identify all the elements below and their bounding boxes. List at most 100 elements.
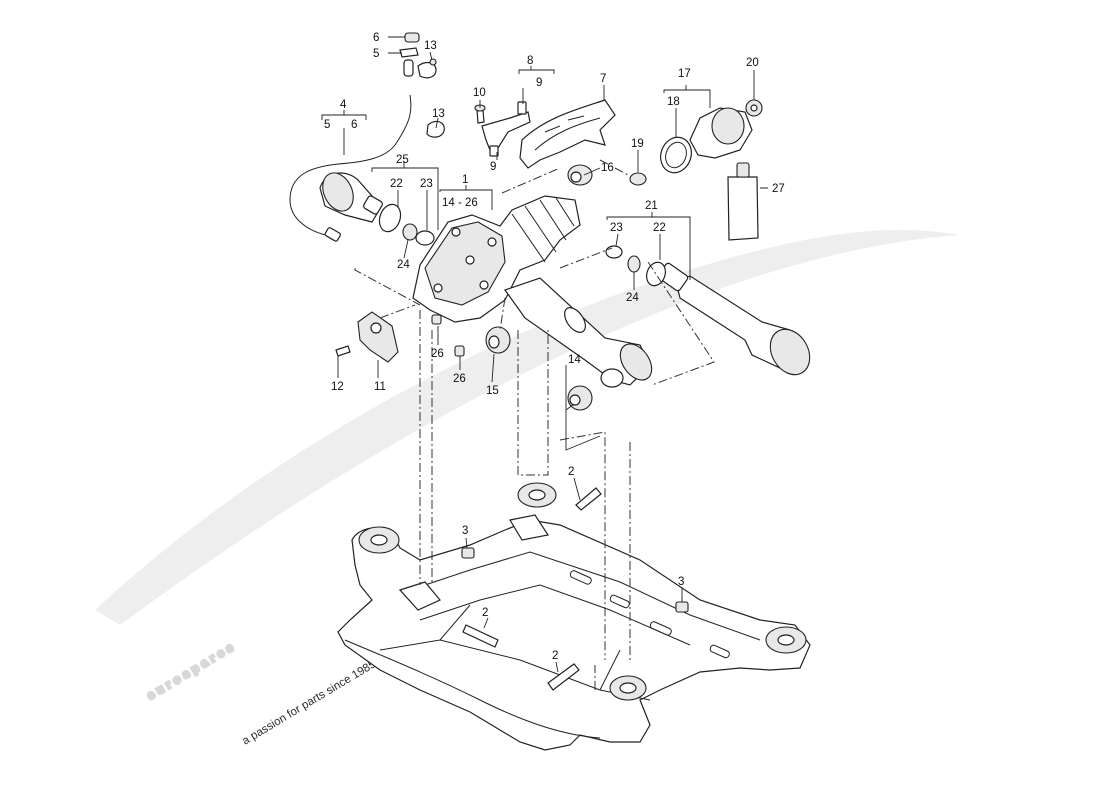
subframe-mount-front-left-hole (370, 534, 388, 546)
guide-line (559, 247, 715, 386)
leader (663, 85, 711, 138)
ring-19 (629, 172, 647, 186)
drive-shaft (605, 245, 811, 376)
callout-20: 20 (746, 57, 759, 69)
leader (321, 110, 367, 155)
subframe-diff-bracket (509, 514, 549, 541)
differential-bolt (479, 280, 489, 290)
sensor-connector (324, 227, 341, 242)
callout-11: 11 (374, 381, 386, 393)
differential-bolt (433, 283, 443, 293)
differential-bolt (487, 237, 497, 247)
output-tube-collar (564, 307, 586, 333)
bush-15-inner (488, 335, 500, 349)
subframe-front-rail (344, 639, 601, 739)
callout-9: 9 (490, 161, 496, 173)
callout-8-sub9: 9 (536, 77, 542, 89)
subframe-mount-rear-left-hole (528, 489, 546, 501)
callout-2-mid: 2 (482, 607, 488, 619)
leader (403, 185, 493, 259)
callout-4-sub6: 6 (351, 119, 357, 131)
bush-14a-inner (569, 394, 581, 406)
callout-22-right: 22 (653, 222, 666, 234)
right-upper-parts (629, 99, 763, 241)
ring-24a (402, 223, 418, 241)
bolt-2-mid (462, 624, 499, 648)
rear-differential (412, 195, 653, 386)
sensor-cable (289, 94, 412, 237)
watermark-tagline: a passion for parts since 1985 (240, 658, 378, 747)
callout-1: 1 (462, 174, 468, 186)
callout-14: 14 (568, 354, 581, 366)
bolt-9-lower (489, 145, 499, 157)
output-tube-flange (619, 343, 653, 381)
callout-27: 27 (772, 183, 785, 195)
subframe-slot (609, 594, 630, 609)
bolt-10 (476, 109, 485, 124)
callout-1-range: 14 - 26 (442, 197, 478, 209)
callout-19: 19 (631, 138, 644, 150)
subframe-crossmember (409, 551, 761, 646)
ring-24b (627, 255, 641, 273)
callout-2-upper: 2 (568, 466, 574, 478)
cap-top (404, 32, 420, 43)
callout-23-right: 23 (610, 222, 623, 234)
callout-8: 8 (527, 55, 533, 67)
assembly-guides (354, 159, 715, 690)
differential-bolt (465, 255, 475, 265)
guide-line (379, 304, 416, 319)
leader (465, 537, 683, 602)
seal-22a (378, 203, 402, 233)
guide-line (517, 330, 549, 476)
callout-3-left: 3 (462, 525, 468, 537)
subframe-mount-front-right-hole (619, 682, 637, 694)
seal-18 (660, 136, 692, 174)
ring-23a (415, 230, 435, 246)
bush-16-inner (570, 171, 582, 183)
flange-shaft-right-face (711, 107, 745, 145)
ring-23b (605, 245, 623, 259)
callout-13-top: 13 (424, 40, 437, 52)
subframe-outline (337, 519, 811, 751)
callout-3-right: 3 (678, 576, 684, 588)
subframe-slot (569, 570, 592, 585)
bracket-9 (481, 111, 531, 151)
callout-5: 5 (373, 48, 379, 60)
callout-24-left: 24 (397, 259, 410, 271)
subframe-diff-bracket (398, 581, 441, 611)
bolt-2-upper (575, 487, 602, 511)
callout-6: 6 (373, 32, 379, 44)
callout-15: 15 (486, 385, 499, 397)
drive-shaft-flange (769, 328, 811, 376)
differential-ribs (511, 197, 575, 263)
leader (606, 212, 691, 290)
nut-26b (454, 345, 465, 357)
nut-3-right (675, 601, 689, 613)
nut-26a (431, 314, 442, 325)
callout-7: 7 (600, 73, 606, 85)
oil-bottle-27 (727, 176, 759, 241)
leader (483, 477, 581, 673)
subframe-mount-rear-right-hole (777, 634, 795, 646)
differential-bolt (451, 227, 461, 237)
bush-14b (600, 368, 624, 388)
subframe-slot (709, 644, 730, 659)
bolt-12 (335, 345, 351, 357)
bracket-11-hole (370, 322, 382, 334)
callout-21: 21 (645, 200, 658, 212)
flange-shaft-left-spline (363, 195, 383, 215)
leader (388, 36, 405, 54)
subframe-slot (649, 621, 672, 636)
callout-17: 17 (678, 68, 691, 80)
callout-24-right: 24 (626, 292, 639, 304)
callout-23-left: 23 (420, 178, 433, 190)
cable-clip-lower (426, 120, 445, 138)
leader (337, 167, 601, 378)
callout-13-lower: 13 (432, 108, 445, 120)
guide-line (499, 297, 506, 331)
callout-26-left: 26 (431, 348, 444, 360)
leader (637, 70, 768, 189)
guide-line (354, 268, 421, 306)
